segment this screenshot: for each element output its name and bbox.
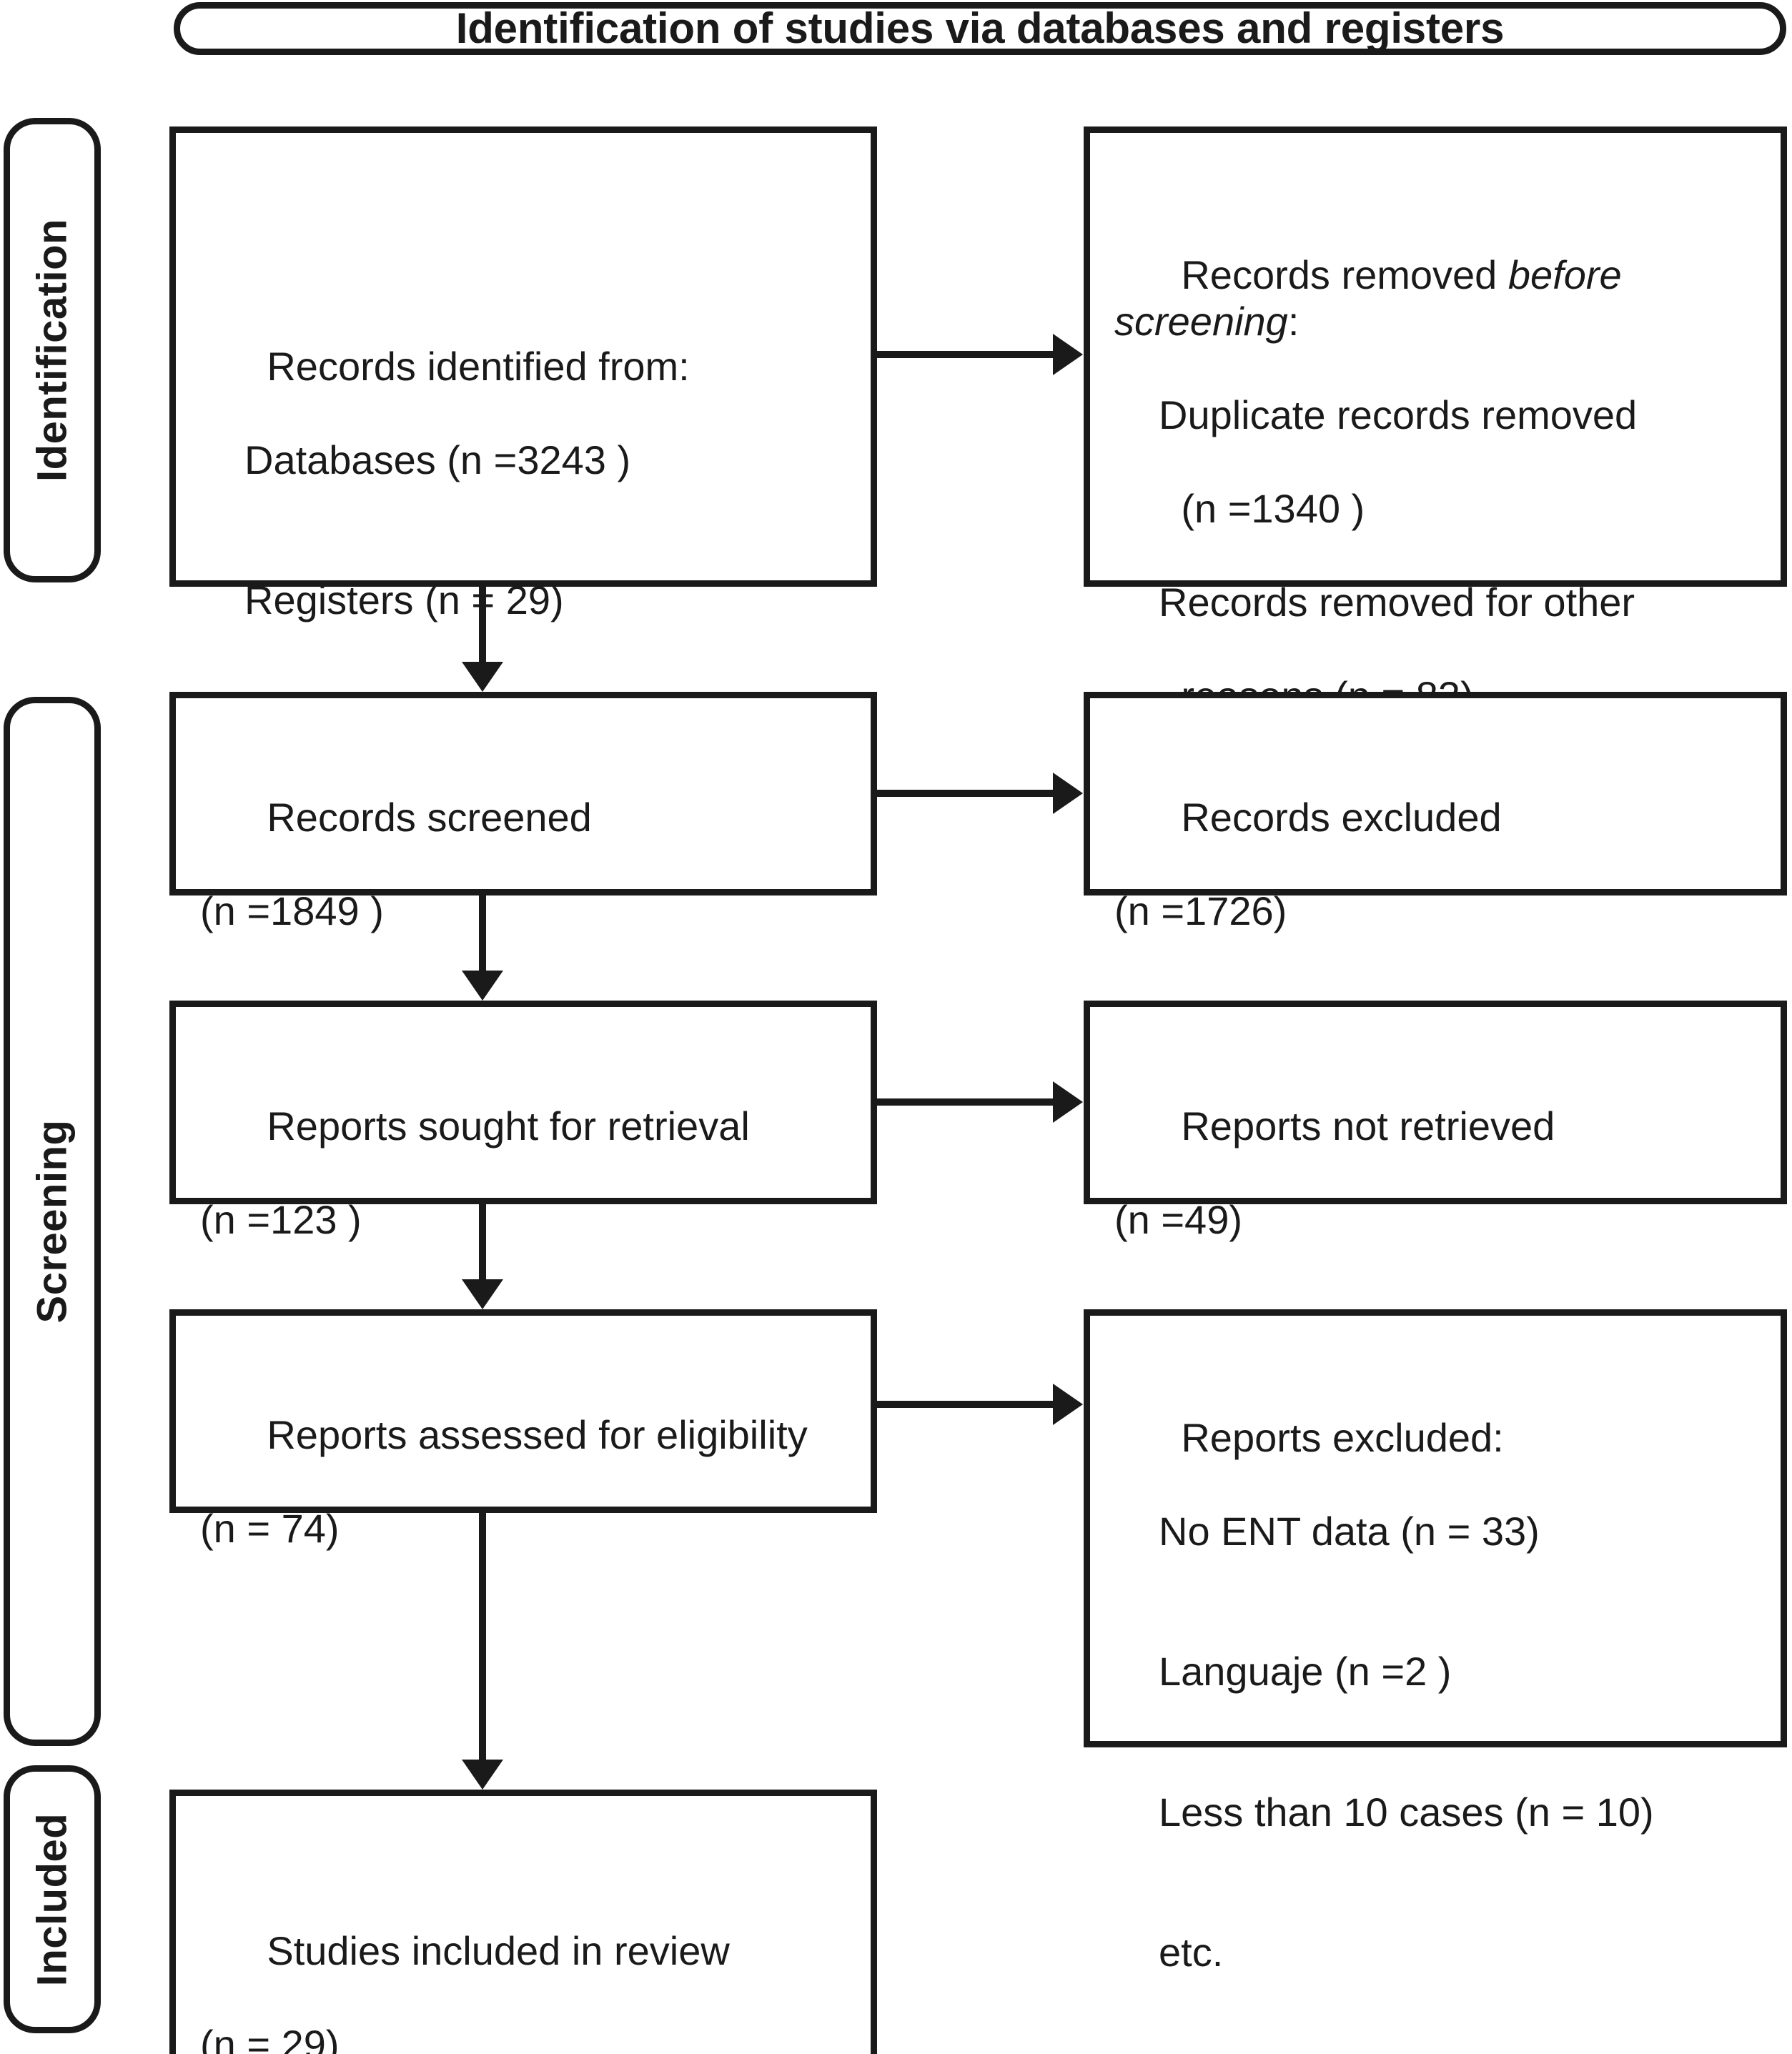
arrow-screened-to-excluded-line bbox=[877, 790, 1053, 797]
box-reports-excluded-text: Reports excluded: No ENT data (n = 33) L… bbox=[1114, 1367, 1771, 2054]
reports-excluded-title: Reports excluded: bbox=[1181, 1414, 1504, 1460]
box-reports-assessed: Reports assessed for eligibility (n = 74… bbox=[169, 1309, 877, 1551]
box-reports-sought: Reports sought for retrieval (n =123 ) bbox=[169, 1001, 877, 1242]
sidebar-item-label-included: Included bbox=[29, 1812, 76, 1986]
arrow-assessed-to-included-line bbox=[479, 1513, 486, 1760]
arrow-identified-to-screened-line bbox=[479, 587, 486, 662]
page-title: Identification of studies via databases … bbox=[455, 4, 1505, 52]
box-records-removed-text: Records removed before screening: Duplic… bbox=[1114, 204, 1771, 766]
records-excluded-label: Records excluded bbox=[1181, 794, 1502, 840]
records-screened-label: Records screened bbox=[267, 794, 592, 840]
reports-not-retrieved-count: (n =49) bbox=[1114, 1196, 1242, 1242]
box-records-identified: Records identified from: Databases (n =3… bbox=[169, 126, 877, 622]
arrow-screened-to-excluded-head bbox=[1053, 773, 1083, 814]
records-identified-databases: Databases (n =3243 ) bbox=[244, 437, 631, 482]
box-studies-included: Studies included in review (n = 29) bbox=[169, 1790, 877, 2054]
reports-excluded-reason-4: etc. bbox=[1159, 1930, 1224, 1975]
arrow-assessed-to-excluded-line bbox=[877, 1401, 1053, 1408]
box-records-removed: Records removed before screening: Duplic… bbox=[1084, 126, 1787, 718]
box-records-identified-text: Records identified from: Databases (n =3… bbox=[200, 296, 861, 718]
records-removed-title-prefix: Records removed bbox=[1181, 252, 1508, 297]
diagram-header-banner: Identification of studies via databases … bbox=[174, 2, 1786, 55]
arrow-screened-to-sought-head bbox=[462, 971, 503, 1001]
records-removed-title-suffix: : bbox=[1287, 299, 1300, 344]
records-identified-title: Records identified from: bbox=[267, 343, 690, 389]
arrow-assessed-to-included-head bbox=[462, 1760, 503, 1790]
arrow-sought-to-assessed-line bbox=[479, 1204, 486, 1279]
studies-included-count: (n = 29) bbox=[200, 2021, 340, 2054]
reports-sought-label: Reports sought for retrieval bbox=[267, 1103, 750, 1148]
arrow-identified-to-removed-head bbox=[1053, 334, 1083, 375]
arrow-sought-to-assessed-head bbox=[462, 1279, 503, 1309]
records-removed-duplicates: Duplicate records removed bbox=[1159, 392, 1638, 438]
box-reports-excluded: Reports excluded: No ENT data (n = 33) L… bbox=[1084, 1309, 1787, 1975]
reports-assessed-count: (n = 74) bbox=[200, 1505, 340, 1551]
sidebar-stage-included: Included bbox=[4, 1765, 101, 2033]
records-removed-title-italic: before screening bbox=[1114, 252, 1633, 344]
reports-assessed-label: Reports assessed for eligibility bbox=[267, 1411, 808, 1457]
records-identified-registers: Registers (n = 29) bbox=[244, 577, 564, 623]
reports-excluded-reason-3: Less than 10 cases (n = 10) bbox=[1159, 1789, 1654, 1835]
records-screened-count: (n =1849 ) bbox=[200, 888, 384, 933]
reports-sought-count: (n =123 ) bbox=[200, 1196, 362, 1242]
reports-excluded-reason-2: Languaje (n =2 ) bbox=[1159, 1649, 1452, 1695]
arrow-screened-to-sought-line bbox=[479, 895, 486, 971]
box-records-screened-text: Records screened (n =1849 ) bbox=[200, 747, 861, 1028]
arrow-sought-to-not-retrieved-line bbox=[877, 1098, 1053, 1106]
sidebar-stage-identification: Identification bbox=[4, 118, 101, 582]
studies-included-label: Studies included in review bbox=[267, 1928, 730, 1973]
records-excluded-count: (n =1726) bbox=[1114, 888, 1287, 933]
box-reports-sought-text: Reports sought for retrieval (n =123 ) bbox=[200, 1056, 861, 1336]
arrow-assessed-to-excluded-head bbox=[1053, 1384, 1083, 1425]
box-reports-assessed-text: Reports assessed for eligibility (n = 74… bbox=[200, 1364, 861, 1645]
box-records-screened: Records screened (n =1849 ) bbox=[169, 692, 877, 933]
sidebar-item-label-screening: Screening bbox=[29, 1119, 76, 1324]
box-reports-not-retrieved-text: Reports not retrieved (n =49) bbox=[1114, 1056, 1771, 1336]
reports-excluded-reason-1: No ENT data (n = 33) bbox=[1159, 1508, 1540, 1554]
reports-not-retrieved-label: Reports not retrieved bbox=[1181, 1103, 1555, 1148]
box-reports-not-retrieved: Reports not retrieved (n =49) bbox=[1084, 1001, 1787, 1242]
records-removed-duplicates-n: (n =1340 ) bbox=[1181, 486, 1365, 532]
box-records-excluded-text: Records excluded (n =1726) bbox=[1114, 747, 1771, 1028]
box-studies-included-text: Studies included in review (n = 29) bbox=[200, 1880, 861, 2054]
arrow-sought-to-not-retrieved-head bbox=[1053, 1081, 1083, 1123]
sidebar-stage-screening: Screening bbox=[4, 697, 101, 1746]
records-removed-other: Records removed for other bbox=[1159, 580, 1635, 625]
arrow-identified-to-removed-line bbox=[877, 351, 1053, 358]
arrow-identified-to-screened-head bbox=[462, 662, 503, 692]
box-records-excluded: Records excluded (n =1726) bbox=[1084, 692, 1787, 933]
sidebar-item-label-identification: Identification bbox=[29, 219, 76, 482]
